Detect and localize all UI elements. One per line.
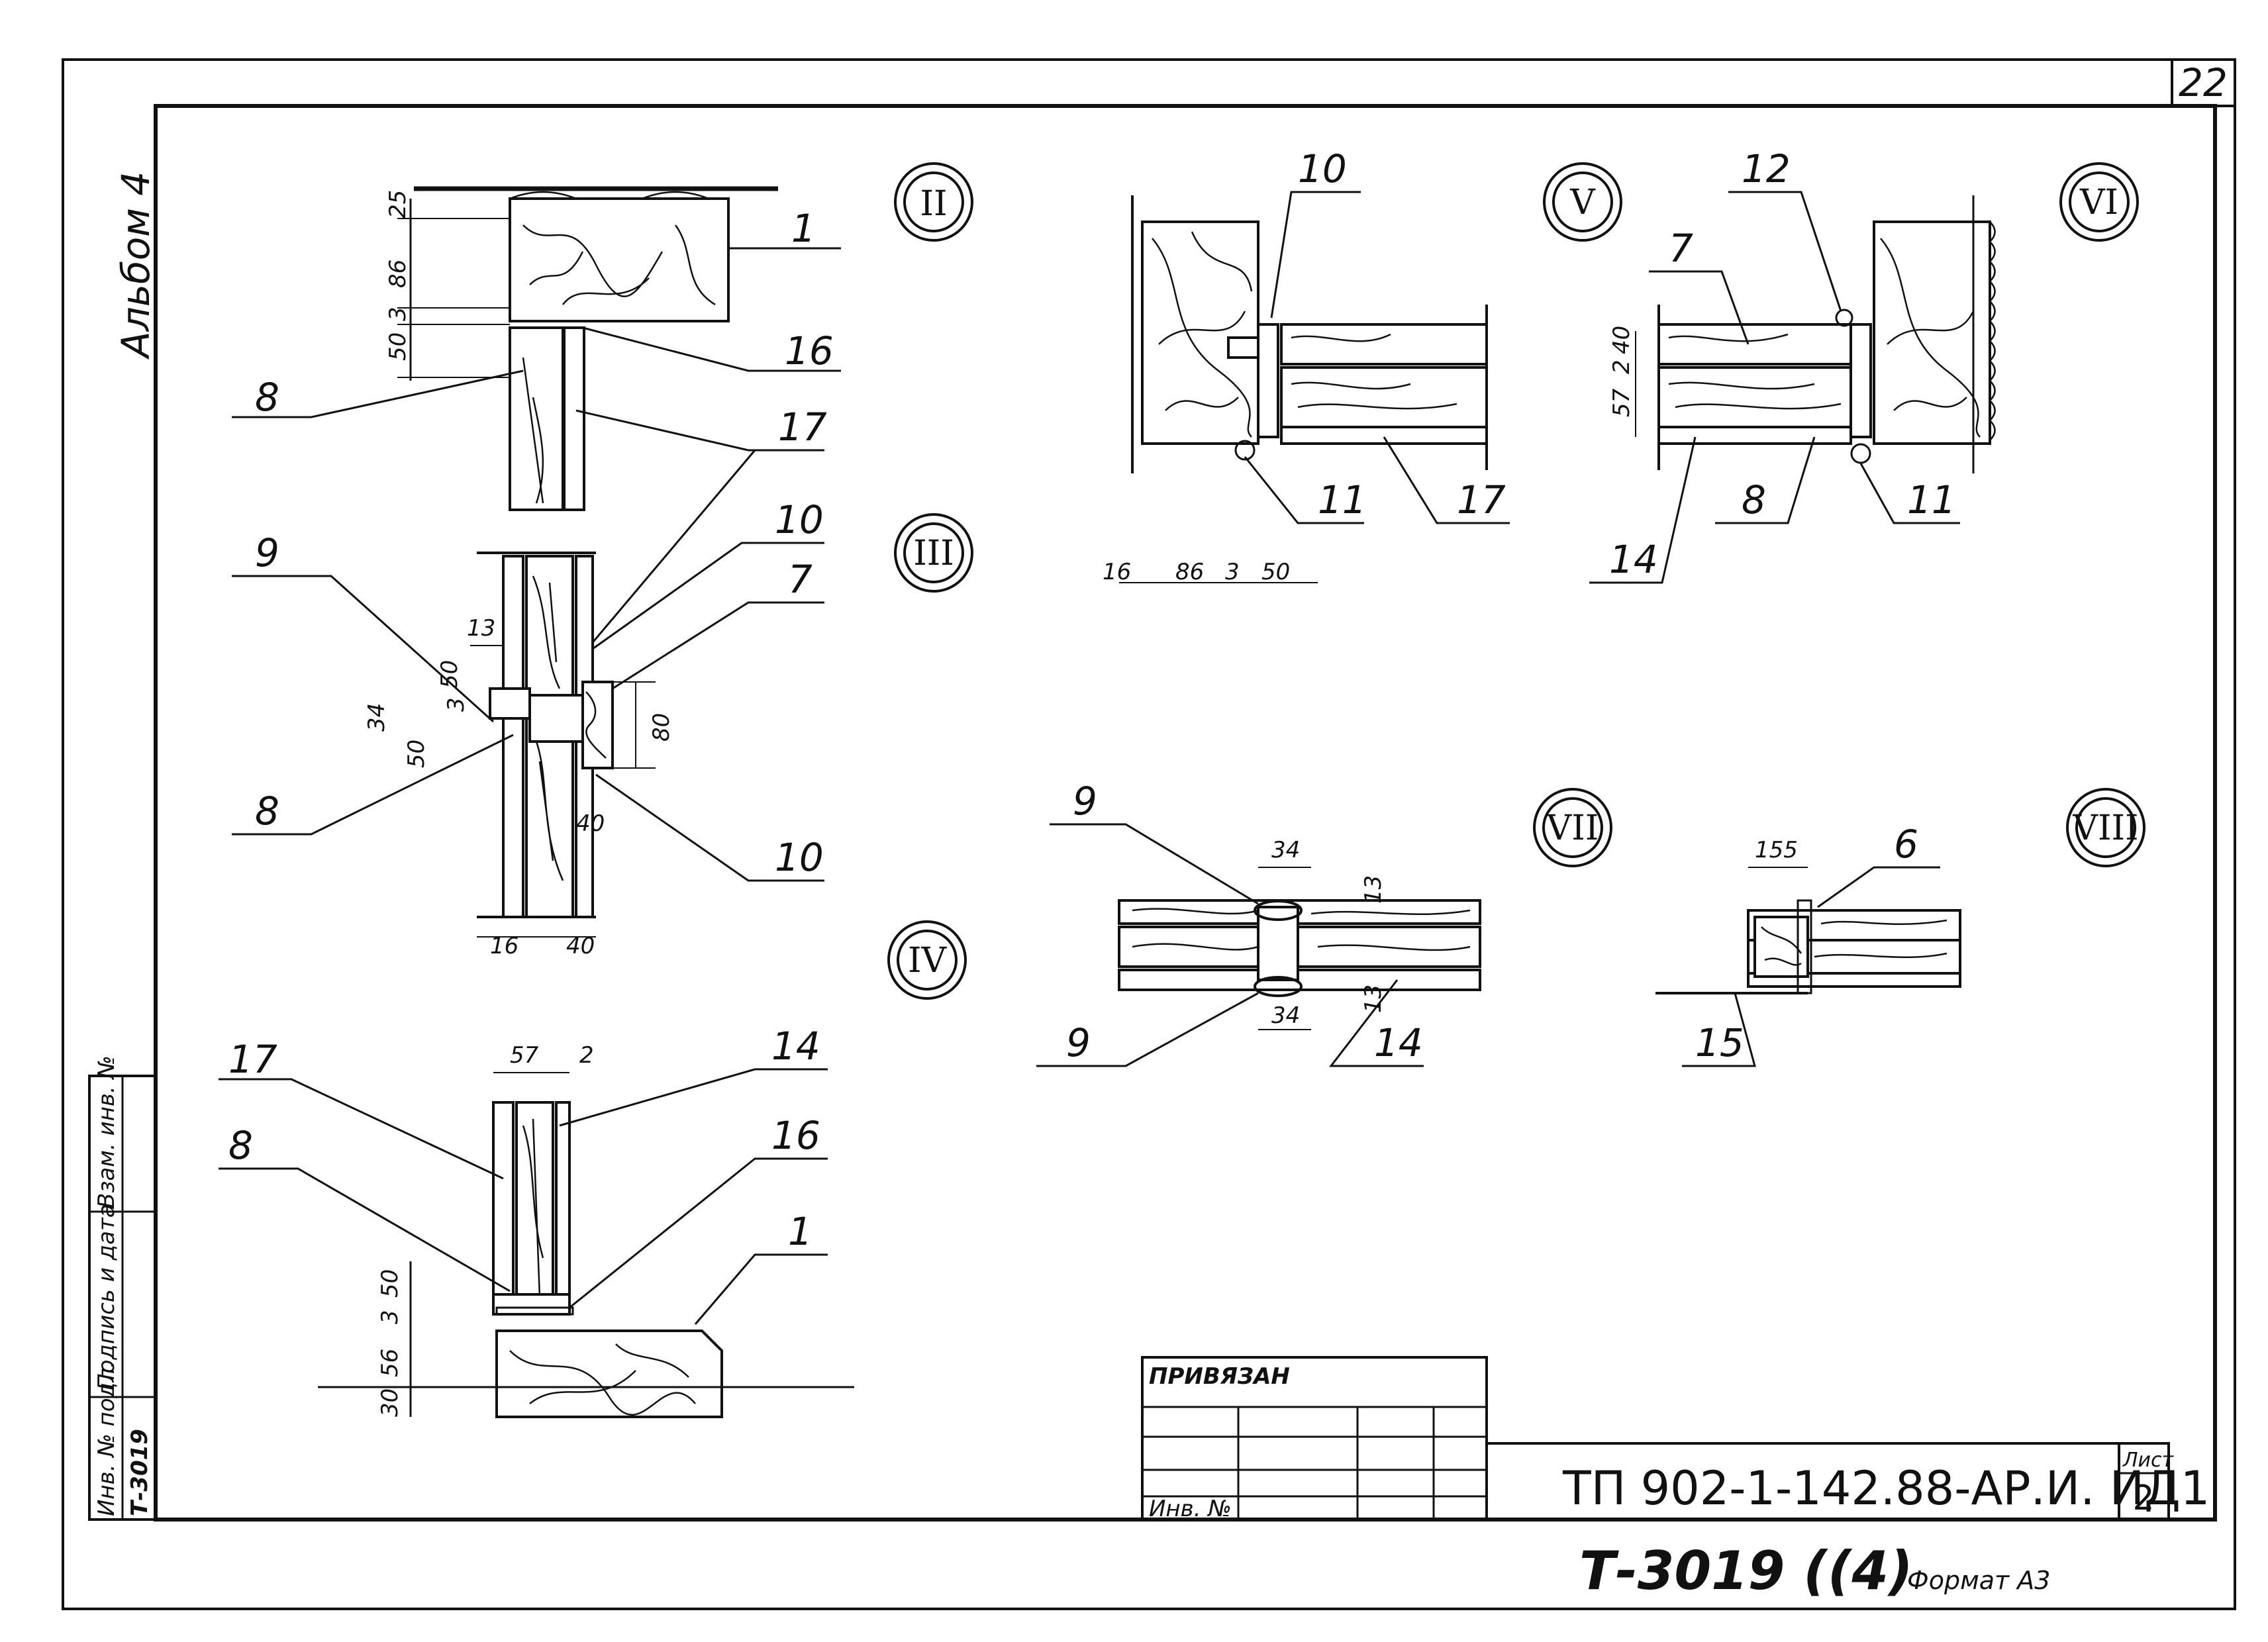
dim-s3-40a: 40: [576, 810, 605, 837]
archive-number: Т-3019 ((4): [1579, 1540, 1913, 1602]
dim-s6-57: 57: [1608, 388, 1635, 417]
dim-s3-50b: 50: [403, 740, 430, 768]
callout-s3-10b: 10: [775, 835, 824, 880]
bound-label: ПРИВЯЗАН: [1149, 1363, 1290, 1390]
callout-s7-9b: 9: [1066, 1020, 1091, 1065]
callout-s7-14: 14: [1374, 1020, 1423, 1065]
callout-s2-1: 1: [791, 206, 816, 251]
dim-s4-57: 57: [510, 1042, 539, 1069]
callout-s6-11: 11: [1907, 477, 1956, 522]
page-number-box: [2171, 58, 2236, 107]
callout-s4-8: 8: [228, 1123, 253, 1168]
callout-s2-8: 8: [255, 375, 279, 420]
section-mark-viii: VIII: [2072, 808, 2138, 848]
callout-s6-7: 7: [1669, 226, 1693, 271]
dim-s2-86: 86: [385, 260, 411, 288]
outer-frame: [62, 58, 2236, 1610]
callout-s3-7: 7: [788, 557, 813, 602]
section-mark-iv: IV: [908, 941, 948, 981]
callout-s6-12: 12: [1742, 146, 1791, 191]
callout-s8-6: 6: [1894, 822, 1918, 867]
dim-s5-16: 16: [1103, 559, 1131, 585]
dim-s2-50: 50: [385, 332, 411, 361]
document-code: ТП 902-1-142.88-АР.И. ИД1: [1562, 1461, 2210, 1516]
callout-s4-17: 17: [228, 1037, 277, 1082]
callout-s3-8: 8: [255, 789, 279, 834]
dim-s6-40: 40: [1608, 326, 1635, 354]
dim-s5-3: 3: [1225, 559, 1240, 585]
dim-s3-80: 80: [648, 713, 675, 742]
callout-s4-16: 16: [771, 1113, 820, 1158]
inv-no-label: Инв. №: [1149, 1496, 1232, 1522]
section-iii: 13 50 3 34 50 80 40 16 40 9 10 7 8 10 II…: [232, 497, 973, 959]
section-mark-vii: VII: [1546, 808, 1599, 848]
album-label: Альбом 4: [113, 171, 158, 360]
dim-s7-34b: 34: [1271, 1002, 1300, 1029]
format-label: Формат А3: [1907, 1566, 2050, 1595]
section-ii: 25 86 3 50 1 16 8 17 II: [232, 162, 973, 663]
callout-s4-1: 1: [788, 1209, 813, 1254]
callout-s4-14: 14: [771, 1024, 820, 1069]
section-iv: 57 2 50 3 56 30 17 14 8 16 1 IV: [219, 920, 967, 1418]
sheet-number: 2: [2132, 1478, 2154, 1518]
callout-s3-9: 9: [255, 530, 279, 575]
dim-s4-30: 30: [377, 1388, 403, 1417]
dim-s4-3: 3: [377, 1310, 403, 1324]
dim-s4-50: 50: [377, 1269, 403, 1298]
callout-s6-14: 14: [1609, 537, 1658, 582]
callout-s5-17: 17: [1457, 477, 1506, 522]
dim-s3-3: 3: [443, 697, 469, 712]
section-viii: 155 6 15 VIII: [1655, 788, 2145, 1067]
dim-s4-2: 2: [579, 1042, 594, 1069]
callout-s2-16: 16: [785, 328, 834, 373]
dim-s3-16: 16: [490, 933, 518, 959]
section-mark-vi: VI: [2079, 183, 2118, 222]
callout-s6-8: 8: [1742, 477, 1766, 522]
signature-date-label: Подпись и дата: [93, 1204, 120, 1390]
section-mark-ii: II: [920, 184, 947, 224]
dim-s8-155: 155: [1755, 837, 1798, 863]
dim-s6-2: 2: [1608, 360, 1635, 374]
page-number: 22: [2179, 60, 2228, 105]
callout-s3-10a: 10: [775, 497, 824, 542]
dim-s2-3: 3: [385, 307, 411, 321]
dim-s7-34a: 34: [1271, 837, 1300, 863]
side-stamp: Взам. инв. № Подпись и дата Инв. № подл.…: [88, 1055, 157, 1521]
section-mark-v: V: [1569, 183, 1596, 222]
section-vi: 40 2 57 12 7 11 8 14 VI: [1589, 146, 2139, 584]
replaced-inv-label: Взам. инв. №: [93, 1055, 120, 1208]
callout-s8-15: 15: [1695, 1020, 1744, 1065]
callout-s7-9a: 9: [1073, 779, 1097, 824]
dim-s5-86: 86: [1175, 559, 1204, 585]
sheet-label: Лист: [2122, 1449, 2175, 1472]
callout-s5-10: 10: [1298, 146, 1347, 191]
dim-s7-13a: 13: [1360, 875, 1387, 904]
section-v: 16 86 3 50 10 11 17 V: [1103, 146, 1622, 585]
inv-original-label: Инв. № подл.: [93, 1361, 120, 1516]
dim-s3-13: 13: [467, 615, 495, 642]
callout-s5-11: 11: [1318, 477, 1367, 522]
dim-s2-25: 25: [385, 190, 411, 218]
dim-s3-34: 34: [364, 703, 390, 732]
section-mark-iii: III: [913, 534, 954, 573]
inv-original-value: Т-3019: [126, 1429, 153, 1516]
dim-s5-50: 50: [1261, 559, 1290, 585]
section-vii: 34 13 34 13 9 9 14 VII: [1036, 779, 1612, 1067]
dim-s3-40b: 40: [566, 933, 595, 959]
callout-s2-17: 17: [778, 405, 827, 450]
title-block: ТП 902-1-142.88-АР.И. ИД1 Лист 2: [1485, 1442, 2210, 1521]
bound-stamp: ПРИВЯЗАН Инв. №: [1141, 1356, 1488, 1522]
dim-s4-56: 56: [377, 1349, 403, 1377]
